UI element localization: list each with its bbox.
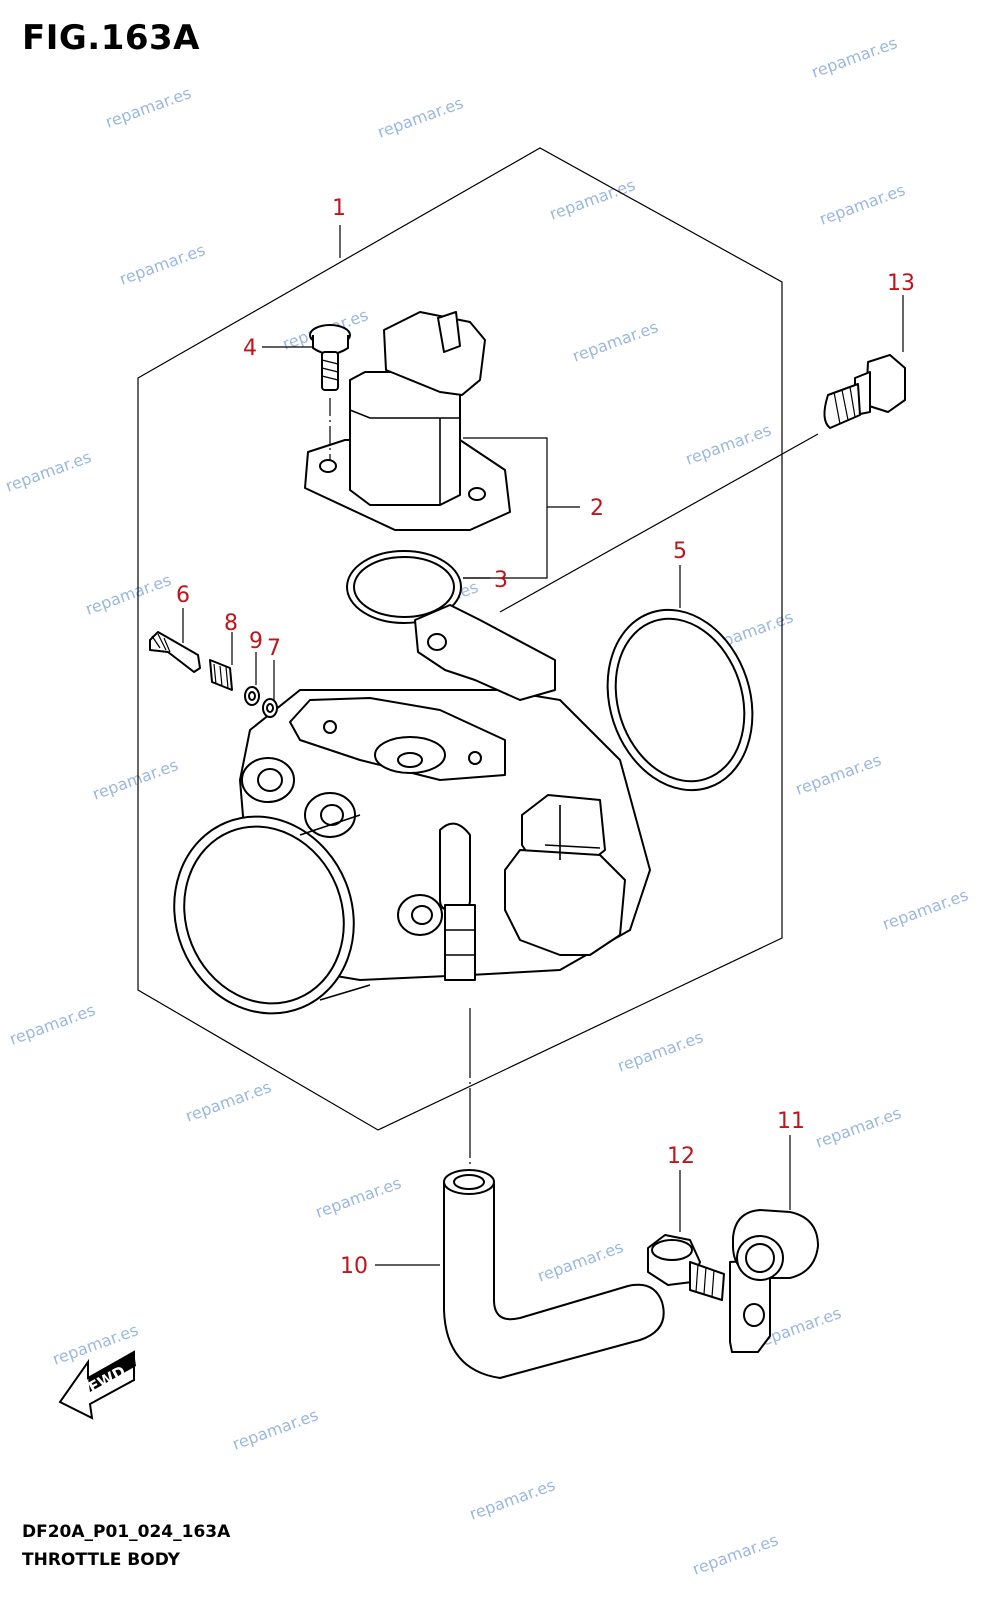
figure-title: FIG.163A xyxy=(22,18,200,58)
callout-11: 11 xyxy=(777,1109,805,1134)
callout-7: 7 xyxy=(267,636,281,661)
fwd-arrow: FWD xyxy=(58,1350,136,1420)
watermark: repamar.es xyxy=(313,1173,404,1222)
callout-2: 2 xyxy=(590,496,604,521)
watermark: repamar.es xyxy=(793,750,884,799)
watermark: repamar.es xyxy=(117,240,208,289)
callout-8: 8 xyxy=(224,611,238,636)
watermark: repamar.es xyxy=(103,83,194,132)
assembly-outline xyxy=(137,147,783,1131)
watermark: repamar.es xyxy=(467,1475,558,1524)
watermark: repamar.es xyxy=(690,1530,781,1579)
watermark: repamar.es xyxy=(880,885,971,934)
watermark: repamar.es xyxy=(230,1405,321,1454)
watermark: repamar.es xyxy=(813,1103,904,1152)
watermark: repamar.es xyxy=(375,93,466,142)
figure-name: THROTTLE BODY xyxy=(22,1550,180,1570)
hose xyxy=(443,1008,665,1379)
watermark: repamar.es xyxy=(83,570,174,619)
callout-3: 3 xyxy=(494,568,508,593)
o-ring-small xyxy=(346,550,462,624)
screw xyxy=(309,324,351,460)
adjust-screw-set xyxy=(149,631,278,718)
watermark: repamar.es xyxy=(817,180,908,229)
watermark: repamar.es xyxy=(615,1027,706,1076)
watermark: repamar.es xyxy=(183,1077,274,1126)
clamp xyxy=(729,1209,819,1353)
watermark: repamar.es xyxy=(7,1000,98,1049)
watermark: repamar.es xyxy=(90,755,181,804)
leader-lines xyxy=(182,225,904,1266)
callout-10: 10 xyxy=(340,1254,368,1279)
throttle-body xyxy=(173,604,651,1015)
watermark: repamar.es xyxy=(809,33,900,82)
o-ring-large xyxy=(606,608,754,792)
bolt-13 xyxy=(499,354,906,613)
watermark: repamar.es xyxy=(547,175,638,224)
bolt-12 xyxy=(647,1234,725,1301)
throttle-position-sensor xyxy=(304,311,511,531)
callout-13: 13 xyxy=(887,271,915,296)
callout-5: 5 xyxy=(673,539,687,564)
watermark: repamar.es xyxy=(3,447,94,496)
callout-9: 9 xyxy=(249,629,263,654)
watermark: repamar.es xyxy=(683,420,774,469)
watermark: repamar.es xyxy=(570,317,661,366)
figure-code: DF20A_P01_024_163A xyxy=(22,1522,231,1542)
watermark: repamar.es xyxy=(535,1237,626,1286)
callouts: 1 2 3 4 5 6 7 8 9 10 11 12 13 xyxy=(176,196,915,1279)
callout-6: 6 xyxy=(176,583,190,608)
callout-1: 1 xyxy=(332,196,346,221)
callout-12: 12 xyxy=(667,1144,695,1169)
callout-4: 4 xyxy=(243,336,257,361)
